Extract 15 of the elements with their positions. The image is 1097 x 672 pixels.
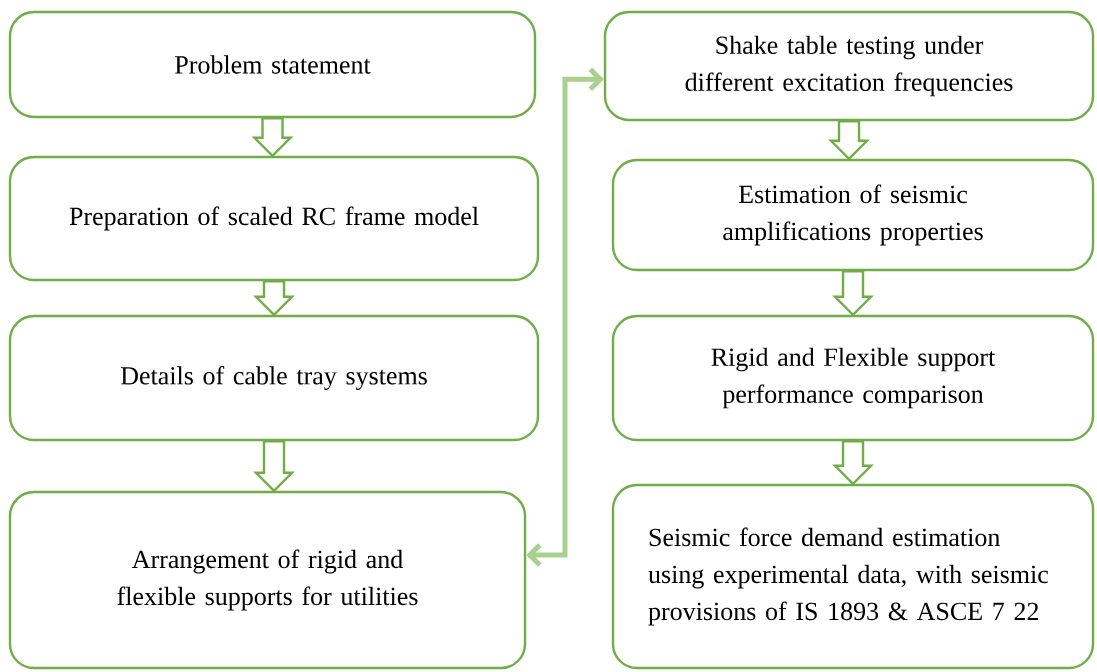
process-box: Estimation of seismic amplifications properties bbox=[611, 158, 1095, 272]
block-arrow bbox=[832, 270, 874, 317]
process-box: Preparation of scaled RC frame model bbox=[8, 155, 540, 282]
arrow bbox=[526, 67, 604, 567]
block-arrow bbox=[251, 117, 294, 158]
block-arrow bbox=[253, 440, 295, 493]
block-arrow bbox=[253, 280, 295, 317]
process-box: Details of cable tray systems bbox=[8, 314, 540, 442]
block-arrow bbox=[832, 440, 874, 486]
process-box: Shake table testing under different excitation frequencies bbox=[603, 10, 1095, 122]
process-box: Rigid and Flexible support performance comparison bbox=[611, 314, 1095, 442]
process-box: Seismic force demand estimation using experimental data, with seismic provisions of IS 1893 & ASCE 7 22 bbox=[611, 483, 1095, 670]
block-arrow bbox=[828, 120, 870, 161]
process-box: Problem statement bbox=[8, 10, 537, 119]
process-box: Arrangement of rigid and flexible supports for utilities bbox=[8, 490, 527, 670]
